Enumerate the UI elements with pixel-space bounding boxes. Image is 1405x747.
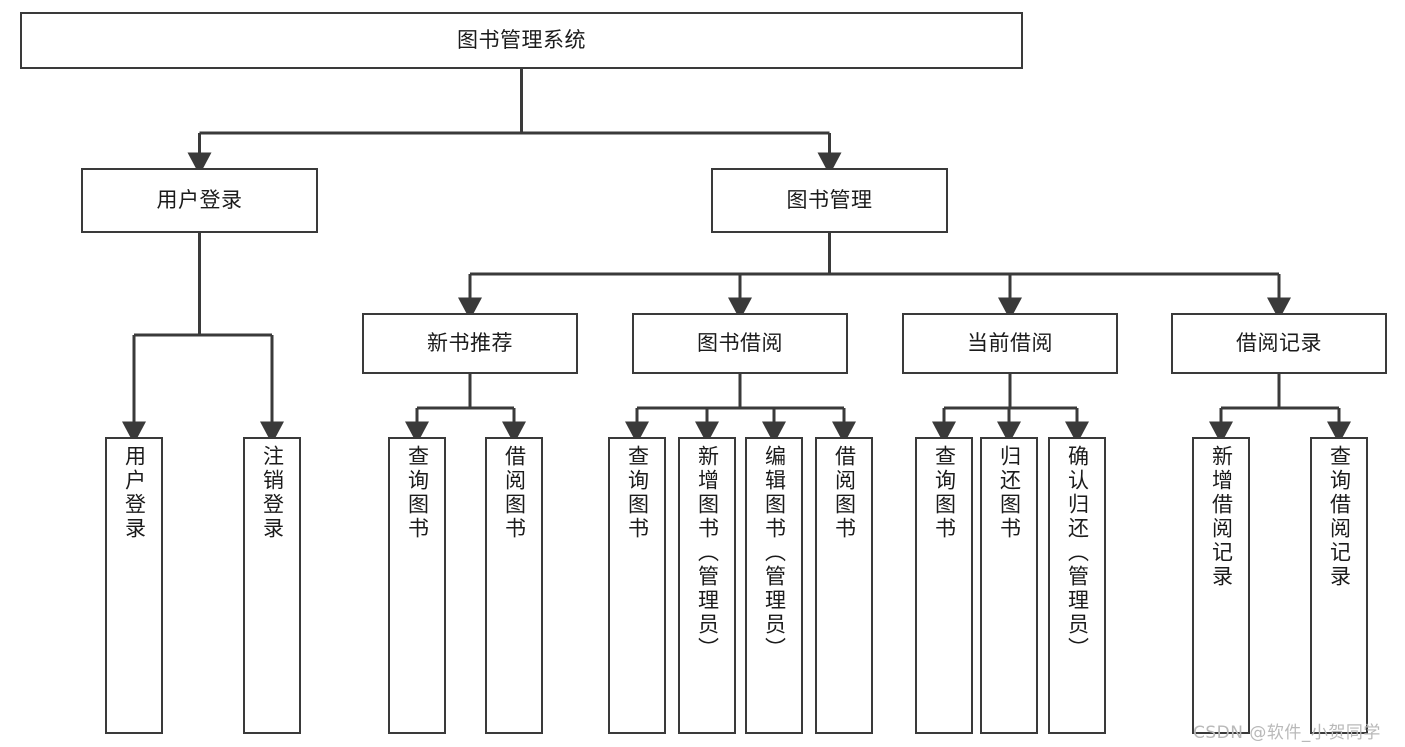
node-leaf-add-record[interactable]: 新增借阅记录 [1192, 437, 1250, 734]
node-leaf-query-record[interactable]: 查询借阅记录 [1310, 437, 1368, 734]
node-label-leaf-edit-book: 编辑图书（管理员） [762, 445, 787, 661]
node-label-leaf-borrow-book-1: 借阅图书 [502, 445, 527, 541]
node-leaf-edit-book[interactable]: 编辑图书（管理员） [745, 437, 803, 734]
node-leaf-borrow-book-2[interactable]: 借阅图书 [815, 437, 873, 734]
node-leaf-borrow-book-1[interactable]: 借阅图书 [485, 437, 543, 734]
node-leaf-query-book-3[interactable]: 查询图书 [915, 437, 973, 734]
node-user-login[interactable]: 用户登录 [81, 168, 318, 233]
node-borrow-record[interactable]: 借阅记录 [1171, 313, 1387, 374]
node-book-management[interactable]: 图书管理 [711, 168, 948, 233]
node-book-borrow[interactable]: 图书借阅 [632, 313, 848, 374]
node-leaf-user-logout[interactable]: 注销登录 [243, 437, 301, 734]
node-label-leaf-query-book-1: 查询图书 [405, 445, 430, 541]
node-current-borrow[interactable]: 当前借阅 [902, 313, 1118, 374]
node-label-leaf-user-login: 用户登录 [122, 445, 147, 541]
node-label-leaf-user-logout: 注销登录 [260, 445, 285, 541]
node-label-current-borrow: 当前借阅 [967, 331, 1053, 356]
node-leaf-confirm-return[interactable]: 确认归还（管理员） [1048, 437, 1106, 734]
node-leaf-return-book[interactable]: 归还图书 [980, 437, 1038, 734]
node-leaf-query-book-2[interactable]: 查询图书 [608, 437, 666, 734]
node-leaf-add-book[interactable]: 新增图书（管理员） [678, 437, 736, 734]
node-leaf-user-login[interactable]: 用户登录 [105, 437, 163, 734]
node-label-book-management: 图书管理 [786, 188, 873, 213]
node-label-borrow-record: 借阅记录 [1236, 331, 1322, 356]
node-label-leaf-return-book: 归还图书 [997, 445, 1022, 541]
node-label-leaf-confirm-return: 确认归还（管理员） [1065, 445, 1090, 661]
node-label-leaf-query-record: 查询借阅记录 [1327, 445, 1352, 589]
node-label-leaf-query-book-3: 查询图书 [932, 445, 957, 541]
node-label-leaf-add-record: 新增借阅记录 [1209, 445, 1234, 589]
csdn-watermark: CSDN @软件_小贺同学 [1193, 723, 1381, 743]
node-label-new-book-recommend: 新书推荐 [427, 331, 513, 356]
node-label-leaf-add-book: 新增图书（管理员） [695, 445, 720, 661]
node-root[interactable]: 图书管理系统 [20, 12, 1023, 69]
node-label-book-borrow: 图书借阅 [697, 331, 783, 356]
node-label-leaf-borrow-book-2: 借阅图书 [832, 445, 857, 541]
node-leaf-query-book-1[interactable]: 查询图书 [388, 437, 446, 734]
node-new-book-recommend[interactable]: 新书推荐 [362, 313, 578, 374]
node-label-root: 图书管理系统 [457, 28, 586, 53]
node-label-leaf-query-book-2: 查询图书 [625, 445, 650, 541]
node-label-user-login: 用户登录 [156, 188, 243, 213]
